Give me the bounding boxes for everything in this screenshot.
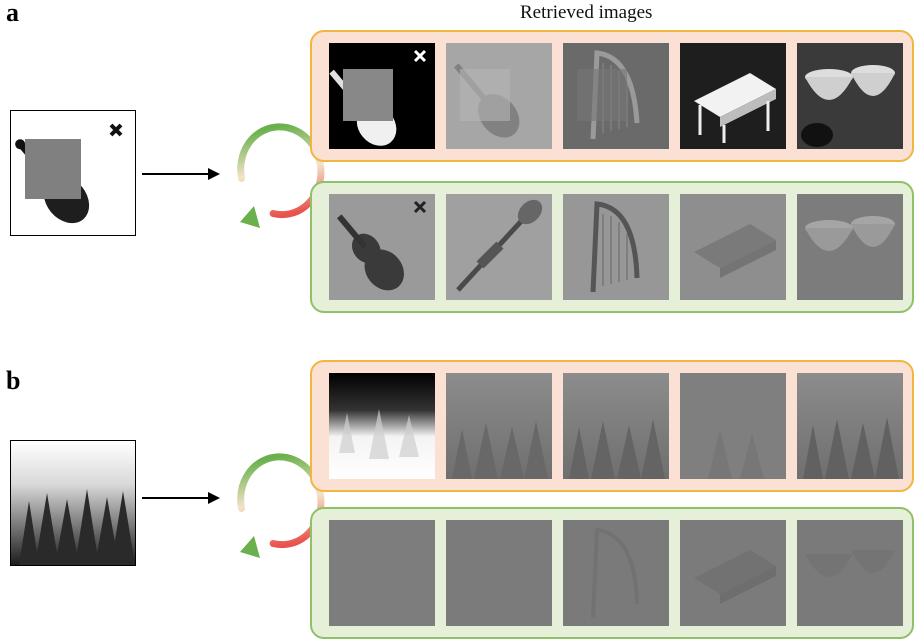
thumb-forest-faded [446,373,552,479]
panel-label-b: b [6,366,21,395]
thumb-forest-faded [563,373,669,479]
thumb-forest-inverted [329,373,435,479]
thumb-drums-dark [797,43,903,149]
refresh-cycle-icon [237,123,325,228]
retrieved-images-header: Retrieved images [520,2,653,23]
thumb-blank-gray [446,520,552,626]
thumb-drums-faded [797,194,903,300]
thumb-piano-dark [680,43,786,149]
thumb-piano-faded [680,194,786,300]
thumb-violin-occluded-inverted [329,43,435,149]
thumb-blank-gray [329,520,435,626]
query-image-forest [10,440,136,566]
thumb-piano-ghost [680,520,786,626]
thumb-violin-faded [446,43,552,149]
thumb-trumpet [446,194,552,300]
arrow-right-icon [142,168,220,180]
refresh-cycle-icon [237,453,325,558]
thumb-forest-faint [680,373,786,479]
thumb-drums-ghost [797,520,903,626]
arrow-right-icon [142,492,220,504]
query-image-violin [10,110,136,236]
thumb-harp-faded [563,43,669,149]
thumb-harp [563,194,669,300]
thumb-forest-faded [797,373,903,479]
panel-label-a: a [6,0,19,27]
thumb-violin [329,194,435,300]
thumb-harp-ghost [563,520,669,626]
